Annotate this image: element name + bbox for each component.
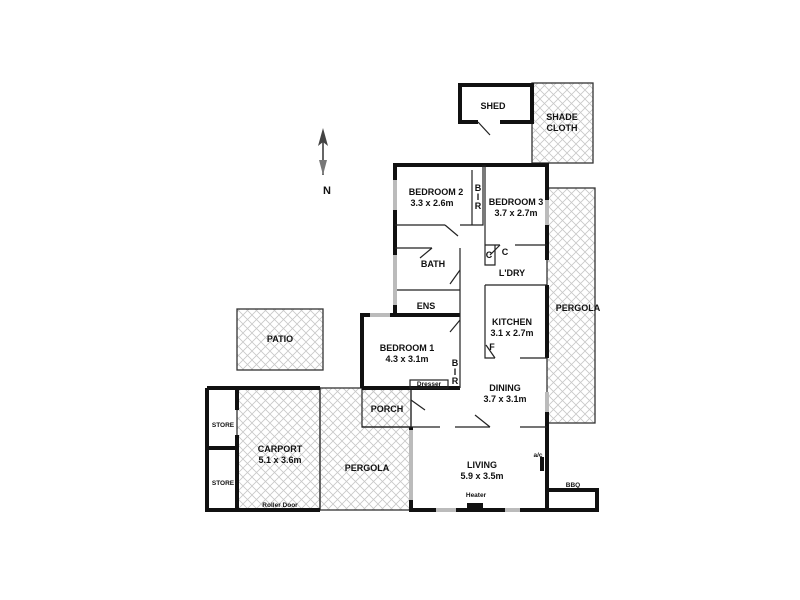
windows (370, 180, 549, 512)
kitchen-label: KITCHEN (492, 317, 532, 327)
laundry-label: L'DRY (499, 268, 525, 278)
carport-dims: 5.1 x 3.6m (258, 455, 301, 465)
bedroom2-dims: 3.3 x 2.6m (410, 198, 453, 208)
bir-top-i: I (477, 192, 480, 202)
bedroom3-label: BEDROOM 3 (489, 197, 544, 207)
bedroom2-label: BEDROOM 2 (409, 187, 464, 197)
bir-bed1-r: R (452, 376, 459, 386)
dresser-unit (409, 379, 449, 389)
store-2-label: STORE (212, 480, 235, 487)
bbq-label: BBQ (566, 482, 580, 489)
shade-cloth-label-2: CLOTH (547, 123, 578, 133)
patio-area (236, 308, 324, 371)
heater-unit (467, 503, 483, 509)
pergola-mid-label: PERGOLA (345, 463, 390, 473)
cupboard-1-label: C (486, 250, 493, 260)
store-1-label: STORE (212, 422, 235, 429)
shed-label: SHED (480, 101, 506, 111)
interior-walls (362, 165, 547, 428)
north-arrow-icon (318, 128, 328, 175)
carport-area (236, 387, 321, 511)
bedroom1-label: BEDROOM 1 (380, 343, 435, 353)
shade-cloth-label: SHADE (546, 112, 578, 122)
ac-unit (540, 457, 544, 471)
shade-cloth-area (531, 82, 594, 164)
bir-bed1-i: I (454, 367, 457, 377)
shed-walls (458, 83, 534, 124)
bath-label: BATH (421, 259, 445, 269)
dining-dims: 3.7 x 3.1m (483, 394, 526, 404)
doors (410, 224, 501, 428)
dresser-label: Dresser (417, 381, 442, 388)
bedroom3-dims: 3.7 x 2.7m (494, 208, 537, 218)
living-dims: 5.9 x 3.5m (460, 471, 503, 481)
roller-door-label: Roller Door (262, 502, 298, 509)
pergola-right-label: PERGOLA (556, 303, 601, 313)
pergola-right-area (546, 187, 596, 424)
bir-top-b: B (475, 183, 482, 193)
fridge-label: F (489, 342, 495, 352)
shed-door (477, 121, 491, 136)
living-label: LIVING (467, 460, 497, 470)
carport-label: CARPORT (258, 444, 303, 454)
ens-label: ENS (417, 301, 436, 311)
bir-top-r: R (475, 201, 482, 211)
house-walls (205, 163, 599, 512)
bedroom1-dims: 4.3 x 3.1m (385, 354, 428, 364)
porch-area (361, 387, 412, 428)
heater-label: Heater (466, 492, 487, 499)
bir-bed1-b: B (452, 358, 459, 368)
porch-label: PORCH (371, 404, 404, 414)
ac-label: a/c (533, 452, 542, 459)
dining-label: DINING (489, 383, 521, 393)
patio-label: PATIO (267, 334, 293, 344)
kitchen-dims: 3.1 x 2.7m (490, 328, 533, 338)
compass-label: N (323, 185, 331, 197)
cupboard-2-label: C (502, 247, 509, 257)
